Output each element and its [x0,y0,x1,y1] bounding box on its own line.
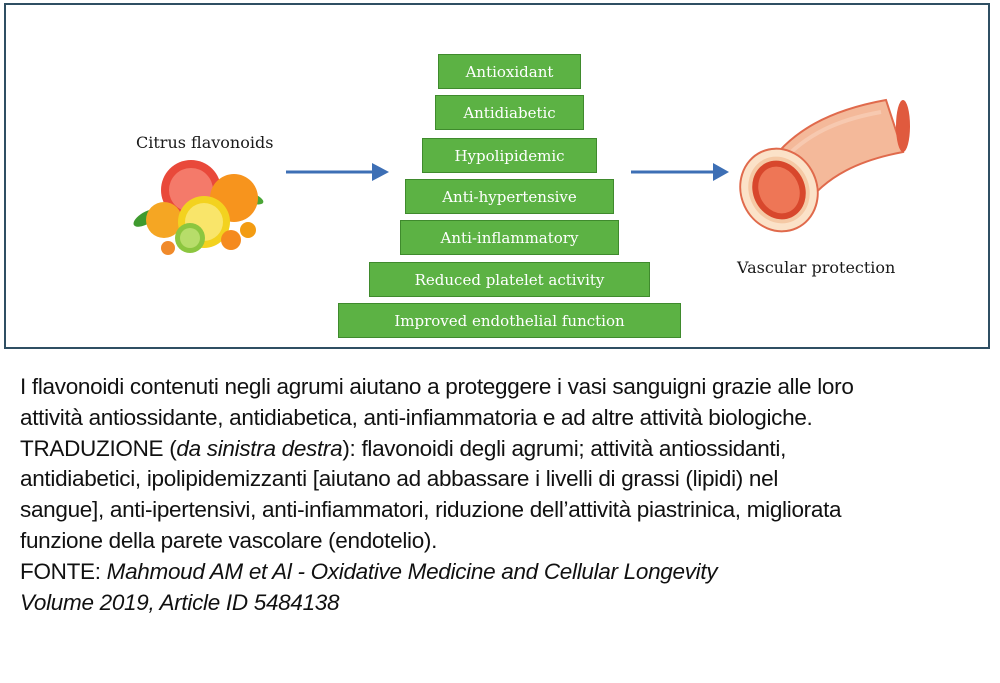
activity-anti-inflammatory: Anti-inflammatory [400,220,619,255]
activity-reduced-platelet: Reduced platelet activity [369,262,650,297]
source-journal: Mahmoud AM et Al - Oxidative Medicine an… [106,558,718,584]
source-label: FONTE: [20,558,107,584]
arrow-right-icon [286,163,389,181]
source-volume: Volume 2019, Article ID 5484138 [20,589,340,615]
figure-panel: Citrus flavonoids Antioxidant Antidiabet… [4,3,990,349]
arrow-right-icon [631,163,729,181]
activity-hypolipidemic: Hypolipidemic [422,138,597,173]
activity-anti-hypertensive: Anti-hypertensive [405,179,614,214]
blood-vessel-icon [739,98,910,233]
translation-line: TRADUZIONE (da sinistra destra): flavono… [20,434,990,465]
citrus-flavonoids-label: Citrus flavonoids [136,133,274,152]
caption-line: antidiabetici, ipolipidemizzanti [aiutan… [20,466,779,492]
caption-text: I flavonoidi contenuti negli agrumi aiut… [20,372,990,618]
activity-endothelial-function: Improved endothelial function [338,303,681,338]
caption-line: attività antiossidante, antidiabetica, a… [20,404,813,430]
caption-line: sangue], anti-ipertensivi, anti-infiamma… [20,497,842,523]
translation-label: TRADUZIONE ( [20,435,177,461]
caption-line: I flavonoidi contenuti negli agrumi aiut… [20,374,854,399]
caption-line: funzione della parete vascolare (endotel… [20,527,438,553]
source-volume-line: Volume 2019, Article ID 5484138 [20,588,990,619]
translation-text: ): flavonoidi degli agrumi; attività ant… [342,435,787,461]
citrus-fruits-icon [133,160,264,255]
vascular-protection-label: Vascular protection [737,258,896,277]
translation-direction: da sinistra destra [176,435,343,461]
activity-antioxidant: Antioxidant [438,54,581,89]
activity-antidiabetic: Antidiabetic [435,95,584,130]
source-line: FONTE: Mahmoud AM et Al - Oxidative Medi… [20,557,990,588]
